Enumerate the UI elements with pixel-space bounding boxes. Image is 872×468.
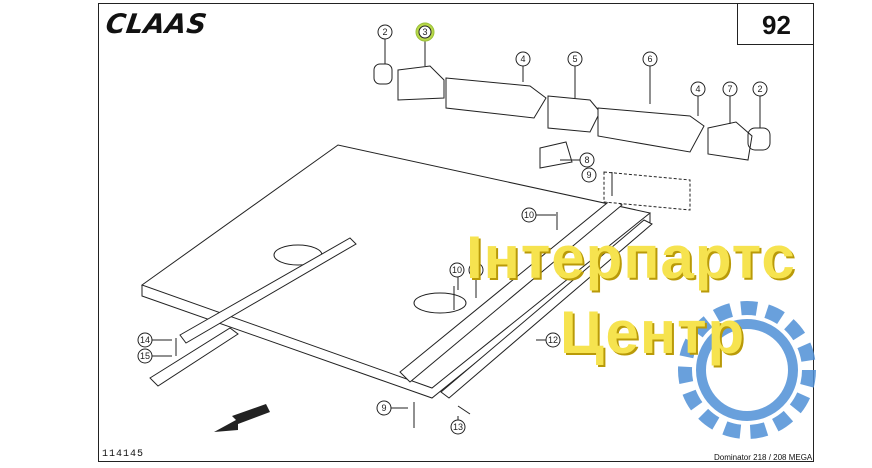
model-label: Dominator 218 / 208 MEGA bbox=[714, 453, 813, 462]
watermark-line-2: Центр bbox=[560, 299, 746, 366]
svg-text:2: 2 bbox=[382, 27, 387, 37]
callout-14: 14 bbox=[137, 332, 153, 348]
perforated-rail-11 bbox=[399, 198, 623, 383]
beam-dashed bbox=[603, 171, 691, 211]
svg-text:12: 12 bbox=[548, 335, 558, 345]
svg-text:15: 15 bbox=[140, 351, 150, 361]
svg-text:4: 4 bbox=[520, 54, 525, 64]
bracket-15 bbox=[149, 327, 239, 387]
svg-text:3: 3 bbox=[422, 27, 427, 37]
svg-text:7: 7 bbox=[727, 84, 732, 94]
callout-4-left: 4 bbox=[515, 51, 531, 67]
cover-4-left bbox=[445, 77, 547, 119]
callout-12: 12 bbox=[545, 332, 561, 348]
clamp-8 bbox=[539, 141, 573, 169]
page-number: 92 bbox=[762, 10, 791, 40]
cover-4-right bbox=[597, 107, 705, 153]
plate-hole-lower bbox=[413, 292, 467, 314]
direction-arrow bbox=[214, 404, 270, 432]
drawing-frame bbox=[98, 3, 814, 462]
svg-text:8: 8 bbox=[584, 155, 589, 165]
callout-11: 11 bbox=[468, 262, 484, 278]
svg-text:13: 13 bbox=[453, 422, 463, 432]
svg-text:5: 5 bbox=[572, 54, 577, 64]
callout-9-lower: 9 bbox=[376, 400, 392, 416]
callout-10-lower: 10 bbox=[449, 262, 465, 278]
housing-7 bbox=[707, 121, 753, 161]
watermark-gear-icon bbox=[678, 301, 816, 439]
callout-9-upper: 9 bbox=[581, 167, 597, 183]
svg-text:14: 14 bbox=[140, 335, 150, 345]
callout-3-highlighted: 3 bbox=[415, 22, 435, 42]
callout-6: 6 bbox=[642, 51, 658, 67]
watermark-line-1: Інтерпартс bbox=[466, 224, 796, 291]
svg-text:9: 9 bbox=[381, 403, 386, 413]
page-number-box: 92 bbox=[737, 3, 814, 45]
bearing-2-right bbox=[747, 127, 771, 151]
callout-10-upper: 10 bbox=[521, 207, 537, 223]
bearing-2-left bbox=[373, 63, 393, 85]
callout-2-left: 2 bbox=[377, 24, 393, 40]
callout-4-right: 4 bbox=[690, 81, 706, 97]
svg-text:11: 11 bbox=[471, 265, 480, 275]
svg-text:9: 9 bbox=[586, 170, 591, 180]
drawing-number: 114145 bbox=[102, 449, 145, 460]
callout-13: 13 bbox=[450, 419, 466, 435]
callout-15: 15 bbox=[137, 348, 153, 364]
svg-text:4: 4 bbox=[695, 84, 700, 94]
svg-text:10: 10 bbox=[524, 210, 534, 220]
housing-3 bbox=[397, 65, 445, 101]
left-strip bbox=[179, 237, 357, 344]
callout-7: 7 bbox=[722, 81, 738, 97]
side-rail-12 bbox=[440, 219, 653, 399]
svg-text:2: 2 bbox=[757, 84, 762, 94]
plate-front-edge bbox=[141, 213, 651, 399]
svg-text:6: 6 bbox=[647, 54, 652, 64]
callout-8: 8 bbox=[579, 152, 595, 168]
callout-2-right: 2 bbox=[752, 81, 768, 97]
cover-5 bbox=[547, 95, 601, 133]
svg-text:10: 10 bbox=[452, 265, 462, 275]
callout-5: 5 bbox=[567, 51, 583, 67]
